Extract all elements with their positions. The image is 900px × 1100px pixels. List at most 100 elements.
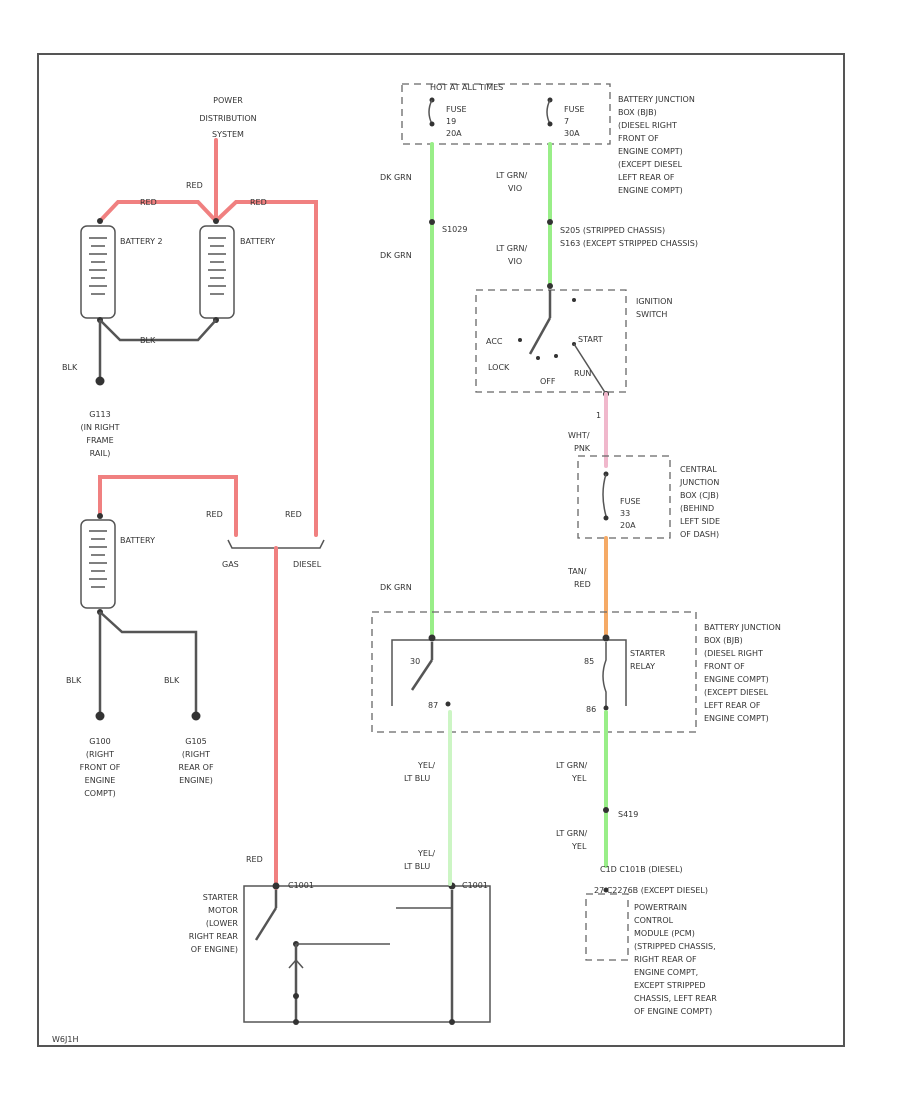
yel-lt-blu-label-2: YEL/ LT BLU: [404, 849, 435, 871]
svg-text:LT BLU: LT BLU: [404, 862, 430, 871]
dk-grn-label-1: DK GRN: [380, 173, 412, 182]
svg-text:20A: 20A: [446, 129, 462, 138]
ground-g100-label: G100 (RIGHT FRONT OF ENGINE COMPT): [80, 737, 121, 798]
svg-text:FUSE: FUSE: [564, 105, 585, 114]
svg-text:FUSE: FUSE: [446, 105, 467, 114]
svg-text:RED: RED: [574, 580, 591, 589]
ign-off: OFF: [540, 377, 556, 386]
fuse-33: FUSE 33 20A: [602, 471, 641, 530]
ground-g105-label: G105 (RIGHT REAR OF ENGINE): [178, 737, 213, 785]
svg-text:FRONT OF: FRONT OF: [704, 662, 745, 671]
svg-text:33: 33: [620, 509, 630, 518]
svg-text:(RIGHT: (RIGHT: [86, 750, 114, 759]
splice-s1029: S1029: [442, 225, 467, 234]
svg-text:OF ENGINE COMPT): OF ENGINE COMPT): [634, 1007, 712, 1016]
bjb-mid-label: BATTERY JUNCTION BOX (BJB) (DIESEL RIGHT…: [704, 623, 781, 723]
bjb-top-label: BATTERY JUNCTION BOX (BJB) (DIESEL RIGHT…: [618, 95, 695, 195]
ground-wire-g105: [99, 611, 198, 715]
pcm-label: POWERTRAIN CONTROL MODULE (PCM) (STRIPPE…: [634, 903, 717, 1016]
svg-text:YEL/: YEL/: [417, 761, 435, 770]
blk-g113-label: BLK: [62, 363, 78, 372]
starter-connector-2: C1001: [462, 881, 488, 890]
tan-red-label: TAN/ RED: [567, 567, 591, 589]
battery-jumper-wire: [99, 319, 217, 342]
red-label-right: RED: [250, 198, 267, 207]
ground-g105: [191, 711, 201, 721]
svg-text:STARTER: STARTER: [203, 893, 239, 902]
svg-text:POWERTRAIN: POWERTRAIN: [634, 903, 687, 912]
red-label-left: RED: [140, 198, 157, 207]
cjb-label: CENTRAL JUNCTION BOX (CJB) (BEHIND LEFT …: [679, 465, 720, 539]
svg-text:VIO: VIO: [508, 184, 522, 193]
svg-text:(DIESEL RIGHT: (DIESEL RIGHT: [704, 649, 763, 658]
svg-text:POWER: POWER: [213, 96, 243, 105]
power-distribution-label: POWER DISTRIBUTION SYSTEM: [199, 96, 256, 139]
svg-text:VIO: VIO: [508, 257, 522, 266]
ground-g113-label: G113 (IN RIGHT FRAME RAIL): [80, 410, 119, 458]
ign-run: RUN: [574, 369, 591, 378]
relay-pin-87: 87: [428, 701, 438, 710]
bjb-top-box: [401, 83, 611, 145]
svg-text:BATTERY JUNCTION: BATTERY JUNCTION: [704, 623, 781, 632]
diesel-label: DIESEL: [293, 560, 322, 569]
diagram-code: W6J1H: [52, 1035, 78, 1044]
svg-text:YEL: YEL: [571, 842, 587, 851]
svg-text:7: 7: [564, 117, 569, 126]
svg-text:JUNCTION: JUNCTION: [679, 478, 719, 487]
ign-acc: ACC: [486, 337, 503, 346]
splice-notes: S205 (STRIPPED CHASSIS) S163 (EXCEPT STR…: [560, 226, 698, 248]
svg-text:LT GRN/: LT GRN/: [556, 761, 588, 770]
svg-text:LEFT REAR OF: LEFT REAR OF: [618, 173, 675, 182]
red-label-top: RED: [186, 181, 203, 190]
svg-text:ENGINE COMPT): ENGINE COMPT): [704, 714, 769, 723]
svg-text:S205 (STRIPPED CHASSIS): S205 (STRIPPED CHASSIS): [560, 226, 665, 235]
svg-text:ENGINE COMPT): ENGINE COMPT): [618, 147, 683, 156]
svg-text:(LOWER: (LOWER: [206, 919, 239, 928]
svg-text:LT GRN/: LT GRN/: [496, 244, 528, 253]
svg-text:BOX (BJB): BOX (BJB): [704, 636, 743, 645]
svg-text:COMPT): COMPT): [84, 789, 116, 798]
yel-lt-blu-label-1: YEL/ LT BLU: [404, 761, 435, 783]
svg-text:MODULE (PCM): MODULE (PCM): [634, 929, 695, 938]
svg-text:CENTRAL: CENTRAL: [680, 465, 717, 474]
red-gas-label: RED: [206, 510, 223, 519]
svg-text:REAR OF: REAR OF: [178, 763, 213, 772]
starter-connector-1: C1001: [288, 881, 314, 890]
starter-relay-label: STARTER RELAY: [630, 649, 666, 671]
lt-grn-vio-wire: [547, 142, 553, 286]
relay-pin-30: 30: [410, 657, 420, 666]
battery-2-label: BATTERY 2: [120, 237, 163, 246]
svg-text:(RIGHT: (RIGHT: [182, 750, 210, 759]
ign-start: START: [578, 335, 603, 344]
wht-pnk-label: WHT/ PNK: [568, 431, 591, 453]
cjb-pin: 1: [596, 411, 601, 420]
svg-text:LEFT REAR OF: LEFT REAR OF: [704, 701, 761, 710]
svg-text:FRONT OF: FRONT OF: [80, 763, 121, 772]
lt-grn-yel-label-1: LT GRN/ YEL: [556, 761, 588, 783]
lt-grn-yel-wire: [603, 710, 609, 868]
lt-grn-vio-label-1: LT GRN/ VIO: [496, 171, 528, 193]
svg-text:FRONT OF: FRONT OF: [618, 134, 659, 143]
svg-text:19: 19: [446, 117, 456, 126]
svg-text:EXCEPT STRIPPED: EXCEPT STRIPPED: [634, 981, 706, 990]
blk-jumper-label: BLK: [140, 336, 156, 345]
svg-text:ENGINE COMPT): ENGINE COMPT): [704, 675, 769, 684]
battery-single-label: BATTERY: [120, 536, 155, 545]
starter-motor-label: STARTER MOTOR (LOWER RIGHT REAR OF ENGIN…: [189, 893, 239, 954]
svg-text:LEFT SIDE: LEFT SIDE: [680, 517, 720, 526]
connector-diesel: C1D C101B (DIESEL): [600, 865, 683, 874]
red-starter-label: RED: [246, 855, 263, 864]
svg-text:ENGINE COMPT,: ENGINE COMPT,: [634, 968, 698, 977]
blk-g100-label: BLK: [66, 676, 82, 685]
svg-text:PNK: PNK: [574, 444, 591, 453]
battery-2: [80, 218, 116, 323]
pcm-box: [585, 893, 629, 961]
svg-text:LT GRN/: LT GRN/: [496, 171, 528, 180]
svg-text:(EXCEPT DIESEL: (EXCEPT DIESEL: [704, 688, 769, 697]
battery-single: [80, 513, 116, 615]
svg-text:RIGHT REAR OF: RIGHT REAR OF: [634, 955, 697, 964]
svg-text:SYSTEM: SYSTEM: [212, 130, 244, 139]
svg-text:CHASSIS, LEFT REAR: CHASSIS, LEFT REAR: [634, 994, 717, 1003]
svg-text:TAN/: TAN/: [567, 567, 587, 576]
svg-text:LT BLU: LT BLU: [404, 774, 430, 783]
